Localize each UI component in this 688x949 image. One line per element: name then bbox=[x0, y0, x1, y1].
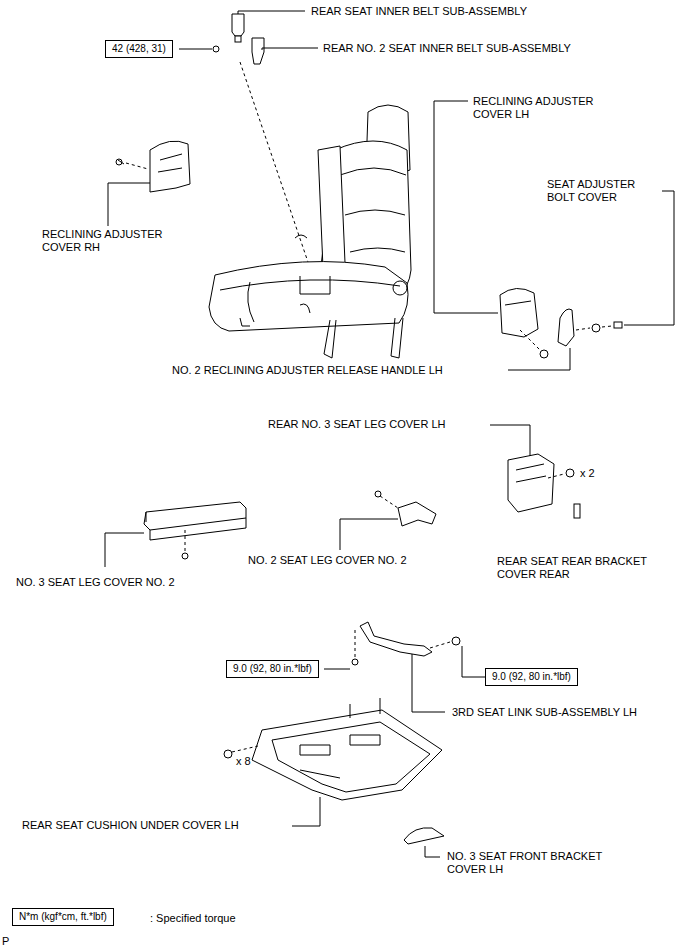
part-name: SEAT ADJUSTER BOLT COVER bbox=[547, 178, 653, 204]
part-name: REAR NO. 2 SEAT INNER BELT SUB-ASSEMBLY bbox=[323, 42, 571, 55]
torque-spec-box: 9.0 (92, 80 in.*lbf) bbox=[226, 660, 319, 678]
legend-text: : Specified torque bbox=[150, 912, 236, 925]
part-name: NO. 3 SEAT LEG COVER NO. 2 bbox=[16, 576, 175, 589]
part-name: NO. 2 SEAT LEG COVER NO. 2 bbox=[248, 554, 407, 567]
page-mark: P bbox=[2, 935, 9, 948]
part-name: RECLINING ADJUSTER COVER LH bbox=[473, 95, 615, 121]
part-name: NO. 2 RECLINING ADJUSTER RELEASE HANDLE … bbox=[172, 364, 443, 377]
part-name: NO. 3 SEAT FRONT BRACKET COVER LH bbox=[447, 850, 623, 876]
part-name: 3RD SEAT LINK SUB-ASSEMBLY LH bbox=[452, 706, 637, 719]
part-name: REAR SEAT INNER BELT SUB-ASSEMBLY bbox=[311, 5, 527, 18]
quantity-note: x 8 bbox=[236, 755, 251, 768]
part-name: REAR NO. 3 SEAT LEG COVER LH bbox=[268, 418, 445, 431]
part-name: REAR SEAT CUSHION UNDER COVER LH bbox=[22, 819, 239, 832]
torque-value: 9.0 (92, 80 in.*lbf) bbox=[492, 671, 571, 682]
torque-value: 42 (428, 31) bbox=[112, 43, 166, 54]
torque-spec-box: 42 (428, 31) bbox=[105, 40, 173, 58]
torque-value: 9.0 (92, 80 in.*lbf) bbox=[233, 663, 312, 674]
quantity-note: x 2 bbox=[580, 467, 595, 480]
torque-spec-box: 9.0 (92, 80 in.*lbf) bbox=[485, 668, 578, 686]
part-name: RECLINING ADJUSTER COVER RH bbox=[42, 228, 184, 254]
legend-sample-box: N*m (kgf*cm, ft.*lbf) bbox=[12, 908, 114, 926]
torque-value: N*m (kgf*cm, ft.*lbf) bbox=[19, 911, 107, 922]
part-name: REAR SEAT REAR BRACKET COVER REAR bbox=[497, 555, 667, 581]
